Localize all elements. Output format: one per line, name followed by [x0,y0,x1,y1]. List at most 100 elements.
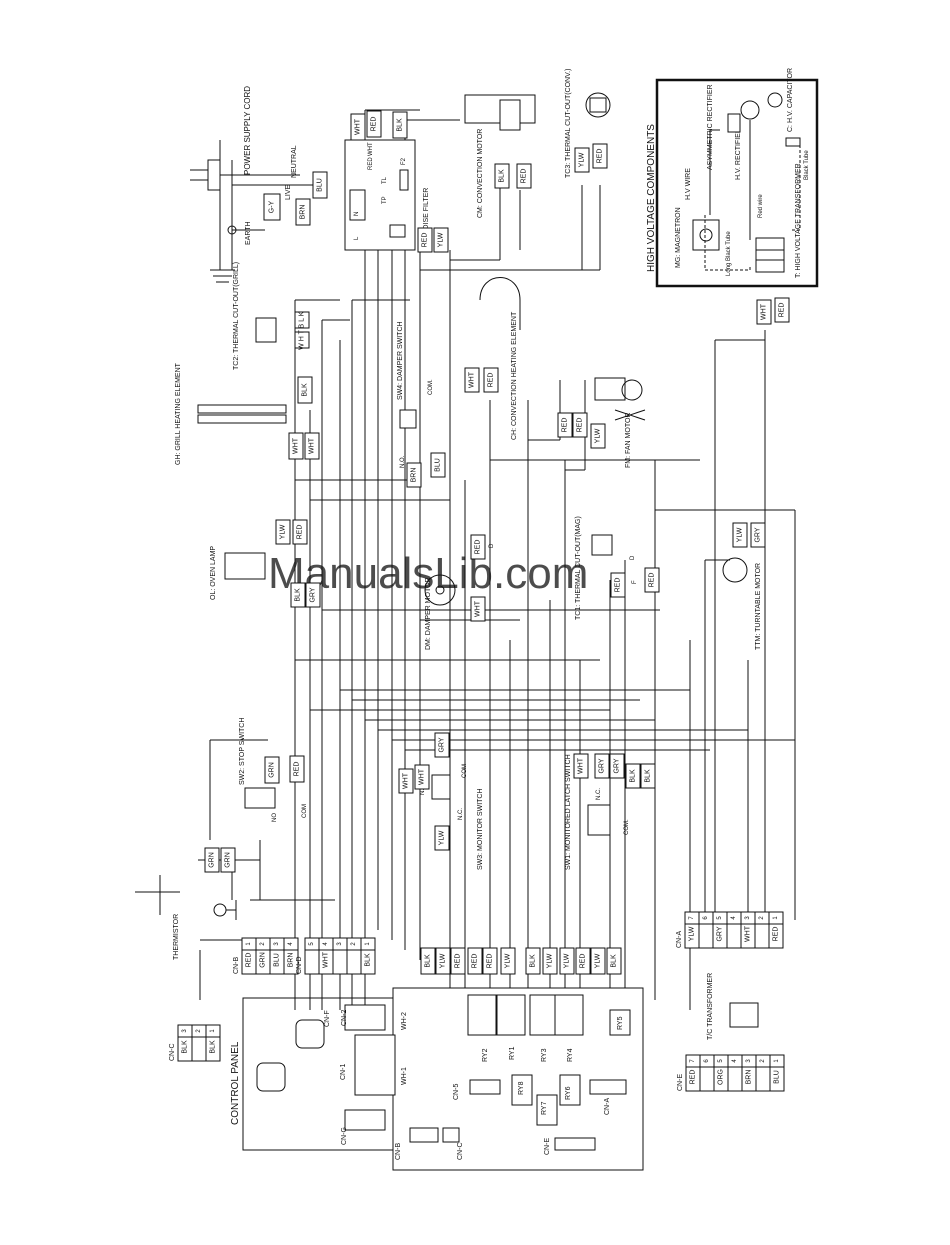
board-label-cn-1: CN-1 [340,1064,347,1080]
board-label-ry1: RY1 [509,1046,516,1060]
relay-wire-tag-12: BLK [606,947,622,975]
wire-tag-blk-gh: BLK [297,376,313,404]
wire-tag-blu-nf-text: BLU [317,178,324,192]
hv-transformer-label: T: HIGH VOLTAGE TRANSFORMER [795,163,802,278]
wire-tag-wht-gh2: WHT [304,432,320,460]
wire-tag-blk-ol: BLK [290,582,306,608]
wire-tag-red-ch: RED [483,367,499,393]
connector-cn-e-pin: 3 [746,1059,752,1063]
connector-cn-d-pin: 3 [337,942,343,946]
relay-wire-tag-4: RED [467,947,483,975]
wire-tag-grn-sw2-text: GRN [269,762,276,778]
fan-label: FM: FAN MOTOR [625,413,632,468]
wire-tag-wht-top: WHT [350,113,366,141]
relay-wire-tag-6-text: YLW [505,953,512,968]
relay-wire-tag-1-text: BLK [425,954,432,968]
wire-tag-blk-cm: BLK [494,163,510,189]
connector-cn-a-wire: YLW [689,926,696,941]
nf-f2-label: F2 [401,157,407,165]
wire-tag-red-tc3-text: RED [597,149,604,164]
fan-motor-icon: FM: FAN MOTOR [594,377,646,468]
wire-tag-grn-e1-text: GRN [209,852,216,868]
rectifier-icon [727,113,801,147]
wire-tag-red-cm: RED [516,163,532,189]
conv-motor-label: CM: CONVECTION MOTOR [477,129,484,218]
wire-tag-blu-sw4: BLU [430,452,446,478]
connector-cn-b-label: CN-B [233,957,240,974]
terminal-letter-0: D [489,543,495,548]
board-label-cn-2: CN-2 [341,1010,348,1026]
wire-tag-wht-hv: WHT [756,299,772,325]
wire-tag-blk-top: BLK [392,111,408,139]
grill-label: GH: GRILL HEATING ELEMENT [175,362,182,465]
magnetron-label: MG: MAGNETRON [675,207,682,268]
relay-wire-tag-9-text: YLW [564,953,571,968]
board-label-wh-2: WH-2 [401,1012,408,1030]
damper-motor-icon: DM: DAMPER MOTOR [424,574,456,650]
monitor-switch-icon: SW3: MONITOR SWITCH N.C. N.O. COM [420,764,484,870]
tc2-label: TC2: THERMAL CUT-OUT(GRILL) [233,262,240,370]
wire-tag-wht-sw1-text: WHT [578,757,585,774]
board-label-ry3: RY3 [541,1048,548,1062]
wire-tag-wht-tc2-text: W H T [299,329,306,349]
wire-tag-gy: G-Y [263,193,281,221]
connector-cn-e-wire: ORG [718,1069,725,1085]
tc2-icon: TC2: THERMAL CUT-OUT(GRILL) [233,262,277,370]
relay-wire-tag-11: YLW [590,947,606,975]
wire-tag-red-fm2: RED [572,412,588,438]
wire-tag-brn-sw4: BRN [406,462,422,488]
magnetron-icon [692,219,720,251]
ttm-label: TTM: TURNTABLE MOTOR [755,563,762,650]
wire-tag-wht-hv-text: WHT [761,303,768,320]
connector-cn-e-pin: 5 [718,1059,724,1063]
power-cord-label: POWER SUPPLY CORD [243,86,252,175]
wire-tag-gry-ttm: GRY [750,522,766,548]
wire-tag-ylw-ol: YLW [275,519,291,545]
thermistor-label: THERMISTOR [173,914,180,960]
wire-tag-wht-sw3b-text: WHT [419,768,426,785]
connector-cn-b-wire: BLU [274,953,281,967]
thermistor-icon: THERMISTOR [135,875,180,960]
connector-cn-e-pin: 7 [690,1059,696,1063]
wire-tag-ylw-fm: YLW [590,423,606,449]
sw2-no-label: NO [272,813,278,822]
terminal-letter-3: RED [368,157,374,170]
wire-tag-blk-sw1a: BLK [625,763,641,789]
connector-cn-e-wire: BLU [774,1070,781,1084]
wire-tag-red-top-text: RED [371,117,378,132]
wire-tag-red-tc1b-text: RED [649,573,656,588]
board-label-wh-1: WH-1 [401,1067,408,1085]
hv-capacitor-label: C: H.V. CAPACITOR [787,68,794,132]
wire-tag-ylw-tc3: YLW [574,147,590,173]
sw4-label: SW4: DAMPER SWITCH [397,321,404,400]
board-label-cn-g: CN-G [341,1127,348,1145]
nf-n-label: N [354,212,360,216]
board-label-cn-f: CN-F [324,1010,331,1027]
wire-tag-blk-top-text: BLK [397,118,404,132]
wire-tag-ylw-ol-text: YLW [280,524,287,539]
relay-wire-tag-6: YLW [500,947,516,975]
wire-tag-gry-sw3-text: GRY [439,737,446,752]
wire-tag-blu-sw4-text: BLU [435,458,442,472]
connector-cn-e-wire: RED [690,1070,697,1085]
earth-label: EARTH [245,221,252,245]
live-label: LIVE [285,184,292,200]
board-label-cn-b: CN-B [395,1143,402,1160]
relay-wire-tag-9: YLW [559,947,575,975]
terminal-letter-2: WHT [368,142,374,156]
wire-tag-gry-sw1a: GRY [594,753,610,779]
wire-tag-ylw-sw3-text: YLW [439,830,446,845]
connector-cn-e-label: CN-E [677,1074,684,1091]
connector-cn-a-pin: 2 [759,916,765,920]
connector-cn-a-wire: GRY [717,926,724,941]
wire-tag-grn-e1: GRN [204,847,220,873]
noise-filter-label: NOISE FILTER [423,188,430,235]
wire-tag-blk-gh-text: BLK [302,383,309,397]
tc1-icon: TC1: THERMAL CUT-OUT(MAG) F [575,516,638,620]
connector-cn-c-wire: BLK [210,1040,217,1054]
wire-tag-red-hv: RED [774,297,790,323]
connector-cn-a-wire: RED [773,927,780,942]
